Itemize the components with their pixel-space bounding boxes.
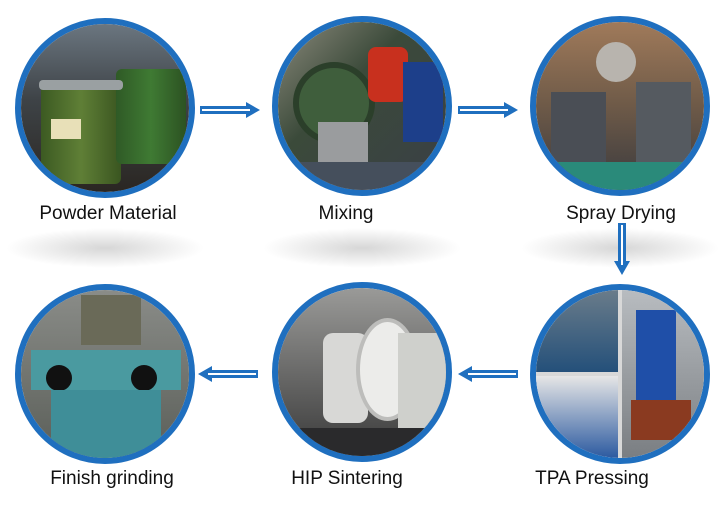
arrow-left-icon — [198, 366, 258, 382]
arrow-down-icon — [614, 223, 630, 275]
step-label: Spray Drying — [566, 203, 676, 224]
step-photo-hip-sintering — [272, 282, 452, 462]
step-photo-spray-drying — [530, 16, 710, 196]
arrow-right-icon — [458, 102, 518, 118]
step-photo-tpa-pressing — [530, 284, 710, 464]
label-shadow — [262, 228, 462, 268]
arrow-right-icon — [200, 102, 260, 118]
step-label: Powder Material — [39, 203, 177, 224]
step-photo-finish-grinding — [15, 284, 195, 464]
step-label: Mixing — [318, 203, 374, 224]
step-photo-mixing — [272, 16, 452, 196]
step-label: Finish grinding — [50, 468, 174, 489]
label-shadow — [5, 228, 205, 268]
arrow-left-icon — [458, 366, 518, 382]
step-label: TPA Pressing — [535, 468, 649, 489]
step-label: HIP Sintering — [291, 468, 403, 489]
step-photo-powder-material — [15, 18, 195, 198]
